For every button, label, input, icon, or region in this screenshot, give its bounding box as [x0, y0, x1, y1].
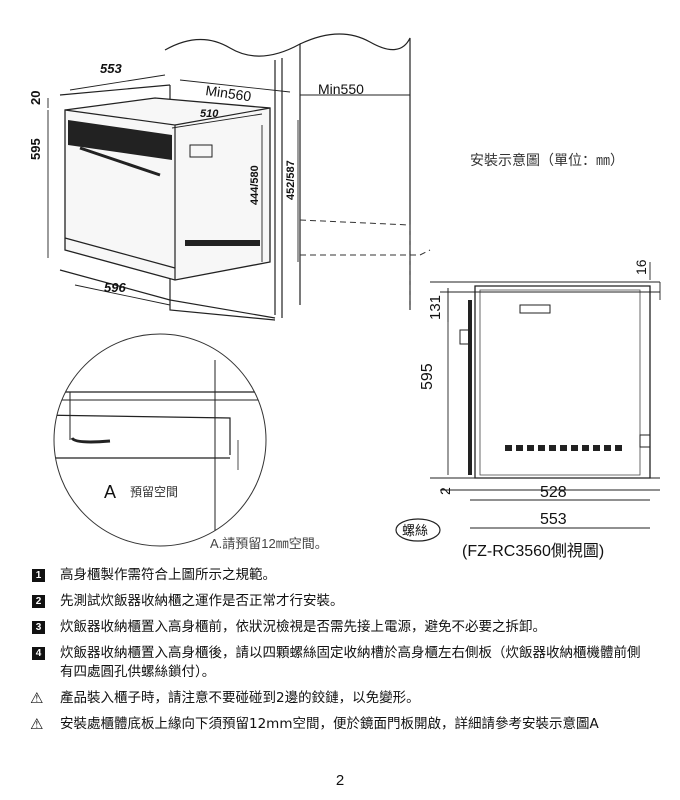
dim-min550: Min550 — [318, 81, 364, 97]
step-3: 3 炊飯器收納櫃置入高身櫃前，依狀況檢視是否需先接上電源，避免不必要之拆卸。 — [32, 618, 652, 637]
step-text: 炊飯器收納櫃置入高身櫃後，請以四顆螺絲固定收納槽於高身櫃左右側板（炊飯器收納櫃機… — [60, 645, 641, 680]
step-number: 4 — [32, 647, 45, 660]
appliance-body — [64, 97, 271, 281]
detail-note: A.請預留12㎜空間。 — [210, 536, 328, 551]
dim-596: 596 — [104, 280, 126, 295]
dim-16: 16 — [633, 259, 649, 275]
dim-2: 2 — [437, 487, 453, 495]
detail-reserve-label: 預留空間 — [130, 485, 178, 499]
diagram-caption: 安裝示意圖（單位：㎜） — [470, 152, 624, 168]
step-text: 先測試炊飯器收納櫃之運作是否正常才行安裝。 — [60, 593, 344, 609]
warning-2: ⚠ 安裝處櫃體底板上緣向下須預留12mm空間，便於鏡面門板開啟，詳細請參考安裝示意… — [30, 715, 652, 734]
warning-icon: ⚠ — [30, 689, 44, 707]
guide-lines — [299, 219, 431, 310]
instructions: 1 高身櫃製作需符合上圖所示之規範。 2 先測試炊飯器收納櫃之運作是否正常才行安裝。… — [30, 566, 652, 741]
detail-a: A 預留空間 A.請預留12㎜空間。 — [53, 333, 328, 551]
dim-min560: Min560 — [205, 82, 253, 104]
step-text: 高身櫃製作需符合上圖所示之規範。 — [60, 567, 276, 583]
dimension-lines — [47, 74, 410, 306]
dim-20: 20 — [28, 91, 43, 105]
step-1: 1 高身櫃製作需符合上圖所示之規範。 — [32, 566, 652, 585]
step-2: 2 先測試炊飯器收納櫃之運作是否正常才行安裝。 — [32, 592, 652, 611]
dim-528: 528 — [540, 484, 567, 501]
screw-label: 螺絲 — [402, 523, 428, 538]
dim-452-587: 452/587 — [285, 160, 297, 200]
step-number: 3 — [32, 621, 45, 634]
dim-553: 553 — [100, 61, 122, 76]
page-number: 2 — [335, 772, 345, 789]
side-view: 16 131 595 2 528 553 螺絲 (FZ-RC3560側視圖) — [395, 259, 661, 560]
dim-553-side: 553 — [540, 511, 567, 528]
warning-text: 安裝處櫃體底板上緣向下須預留12mm空間，便於鏡面門板開啟，詳細請參考安裝示意圖… — [60, 716, 599, 732]
step-number: 2 — [32, 595, 45, 608]
side-view-title: (FZ-RC3560側視圖) — [462, 542, 604, 560]
installation-diagram: 553 Min560 Min550 510 20 595 444/580 452… — [28, 33, 661, 560]
dim-510: 510 — [200, 108, 219, 120]
dim-595: 595 — [28, 138, 43, 160]
step-text: 炊飯器收納櫃置入高身櫃前，依狀況檢視是否需先接上電源，避免不必要之拆卸。 — [60, 619, 546, 635]
dim-131: 131 — [427, 295, 444, 320]
warning-text: 產品裝入櫃子時，請注意不要碰碰到2邊的鉸鏈，以免變形。 — [60, 690, 420, 706]
dimension-labels: 553 Min560 Min550 510 20 595 444/580 452… — [28, 61, 364, 295]
warning-1: ⚠ 產品裝入櫃子時，請注意不要碰碰到2邊的鉸鏈，以免變形。 — [30, 689, 652, 708]
warning-icon: ⚠ — [30, 715, 44, 733]
dim-444-580: 444/580 — [249, 165, 261, 205]
dim-595-side: 595 — [419, 363, 436, 390]
step-number: 1 — [32, 569, 45, 582]
step-4: 4 炊飯器收納櫃置入高身櫃後，請以四顆螺絲固定收納槽於高身櫃左右側板（炊飯器收納櫃… — [32, 644, 652, 682]
detail-label-a: A — [104, 482, 116, 502]
screw-callout — [395, 518, 441, 542]
